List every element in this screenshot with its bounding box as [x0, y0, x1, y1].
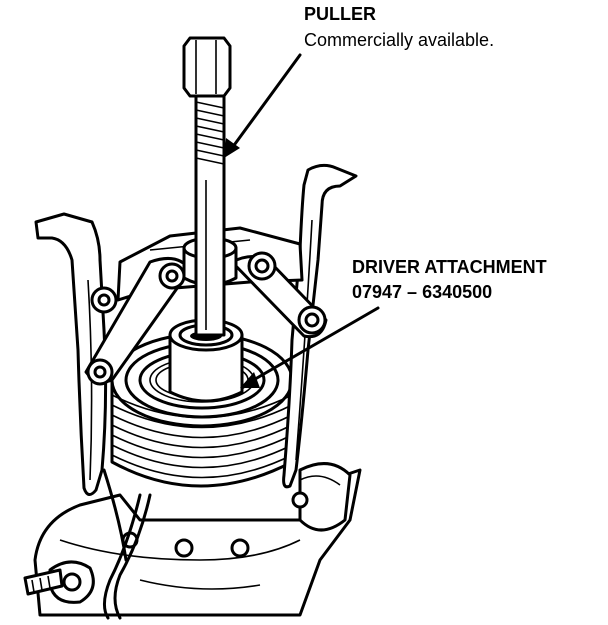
- screw-hex-head: [182, 36, 232, 98]
- driver-attachment-part-number: 07947 – 6340500: [352, 282, 492, 302]
- forcing-screw: [194, 93, 226, 337]
- leader-lines: [224, 53, 380, 388]
- driver-attachment-title: DRIVER ATTACHMENT: [352, 257, 547, 277]
- wire-harness: [102, 468, 152, 620]
- puller-arms: [84, 251, 328, 386]
- puller-title: PULLER: [304, 4, 376, 24]
- puller-note: Commercially available.: [304, 30, 494, 50]
- mounting-bracket: [23, 560, 95, 604]
- compressor-body: [33, 462, 362, 617]
